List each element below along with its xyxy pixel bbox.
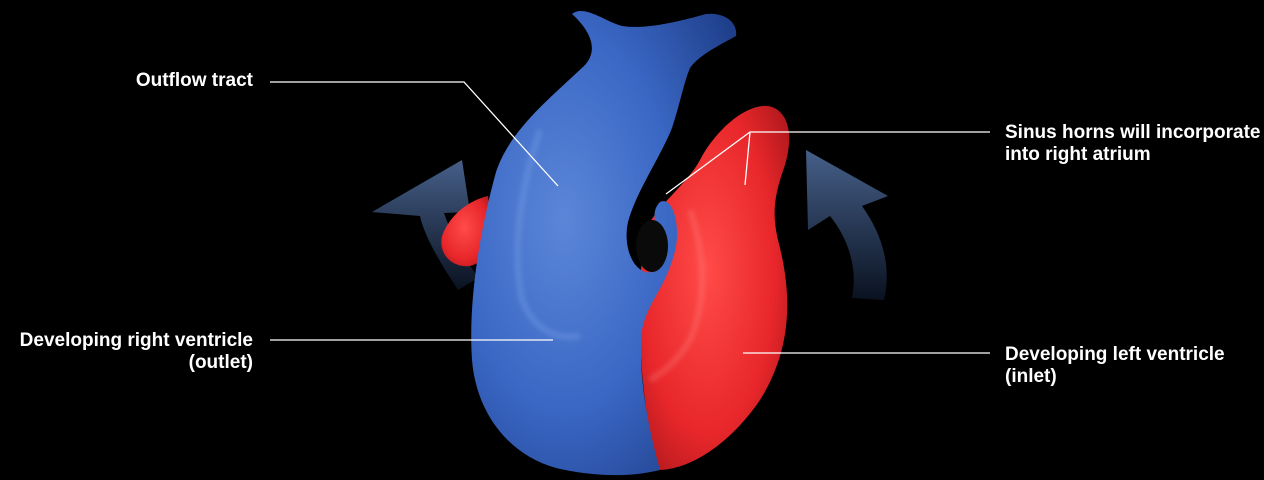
right-ventricle-text-line2: (outlet) xyxy=(0,352,253,374)
outflow-tract-text: Outflow tract xyxy=(60,70,253,92)
left-ventricle-text-line2: (inlet) xyxy=(1005,366,1260,388)
right-rotation-arrow xyxy=(806,150,888,300)
sinus-horns-label: Sinus horns will incorporate into right … xyxy=(1005,122,1264,166)
sinus-horns-text-line2: into right atrium xyxy=(1005,144,1264,166)
right-ventricle-label: Developing right ventricle (outlet) xyxy=(0,330,253,374)
outflow-tract-label: Outflow tract xyxy=(60,70,253,92)
left-ventricle-label: Developing left ventricle (inlet) xyxy=(1005,344,1260,388)
sinus-horns-text-line1: Sinus horns will incorporate xyxy=(1005,122,1264,144)
left-ventricle-shape xyxy=(640,106,789,470)
left-ventricle-text-line1: Developing left ventricle xyxy=(1005,344,1260,366)
right-ventricle-text-line1: Developing right ventricle xyxy=(0,330,253,352)
inner-loop-gap xyxy=(636,220,668,272)
